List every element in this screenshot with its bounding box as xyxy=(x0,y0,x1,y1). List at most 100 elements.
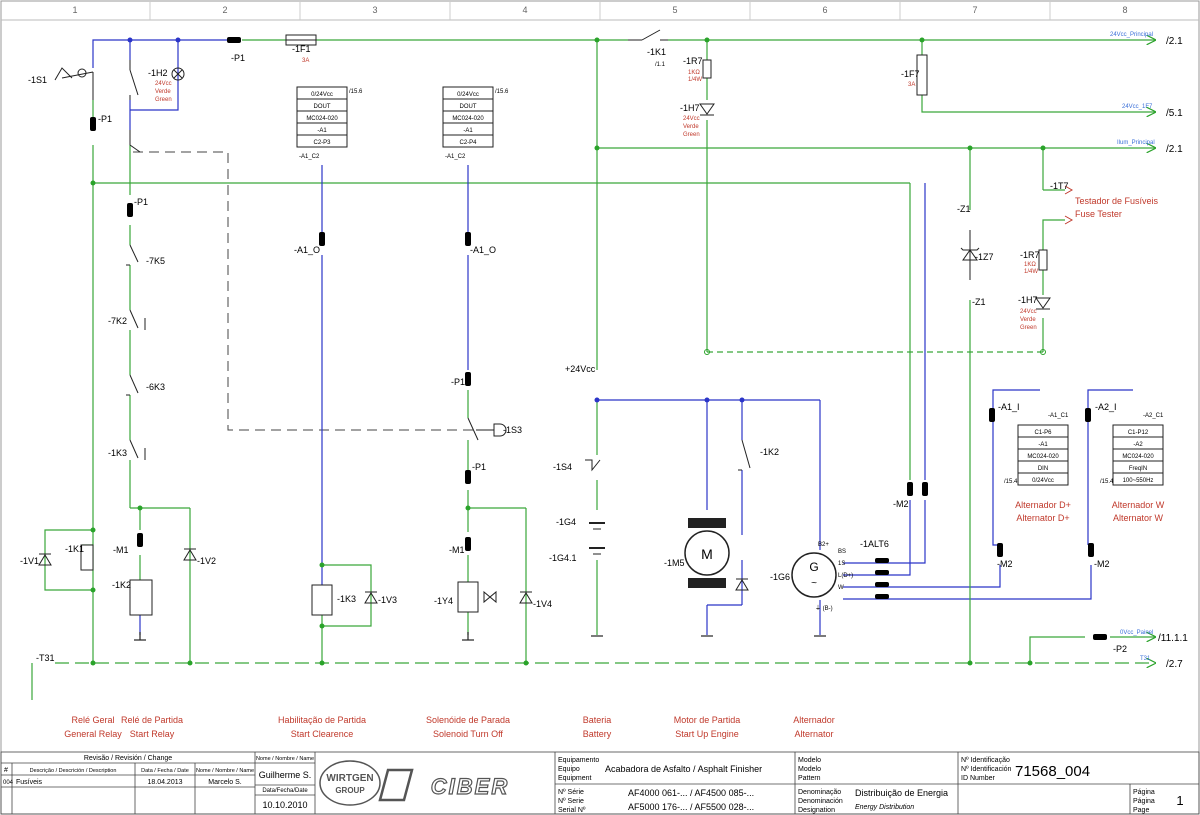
logo-group: GROUP xyxy=(335,786,365,795)
h7b-spec-voltage: 24Vcc xyxy=(1020,309,1037,315)
column-number: 4 xyxy=(522,5,527,15)
spec-text: 24Vcc Verde Green 3A /1.1 1KΩ 1/4W 24Vcc… xyxy=(155,58,1164,612)
zener-1z7-icon xyxy=(960,230,980,280)
ref-24vcc-1f7: /5.1 xyxy=(1166,108,1183,119)
junction-dots xyxy=(127,37,745,403)
module-d-ref: /15.4 xyxy=(1100,479,1114,485)
section-label: Solenoid Turn Off xyxy=(433,729,503,739)
tag-24vcc-1f7: 24Vcc_1F7 xyxy=(1122,104,1153,110)
column-dividers xyxy=(149,1,1051,20)
label-1s4: -1S4 xyxy=(553,462,572,472)
module-c-row: C1-P6 xyxy=(1034,430,1052,436)
label-1z7: -1Z7 xyxy=(975,252,994,262)
diodes xyxy=(38,548,749,604)
ciber-logo: CIBER xyxy=(378,768,508,802)
denom-label-pt: Denominação xyxy=(798,789,841,796)
date-label: Data/Fecha/Date xyxy=(262,788,308,794)
label-1s1: -1S1 xyxy=(28,75,47,85)
ref-24vcc-principal: /2.1 xyxy=(1166,36,1183,47)
module-a-ref: /15.6 xyxy=(349,89,363,95)
label-p1-b: -P1 xyxy=(134,197,148,207)
label-6k3: -6K3 xyxy=(146,382,165,392)
id-label-pt: Nº Identificação xyxy=(961,757,1010,764)
label-7k5: -7K5 xyxy=(146,256,165,266)
module-b-ref: /15.6 xyxy=(495,89,509,95)
label-m2-b: -M2 xyxy=(997,559,1013,569)
logo-wirtgen: WIRTGEN xyxy=(326,773,373,784)
drawing-date: 10.10.2010 xyxy=(262,800,307,810)
column-number: 8 xyxy=(1122,5,1127,15)
section-label: Start Up Engine xyxy=(675,729,739,739)
alt-term-b2: B2+ xyxy=(818,542,829,548)
pushbutton-1s3-icon xyxy=(467,417,507,441)
module-c-row: DIN xyxy=(1038,466,1048,472)
module-b-row: C2-P4 xyxy=(459,140,477,146)
component-labels: -1S1 -1H2 -P1 -P1 -P1 -1F1 -1K1 -1R7 -1H… xyxy=(20,44,1127,663)
rev-desc: Fusíveis xyxy=(16,779,43,786)
label-p1-d: -P1 xyxy=(451,377,465,387)
column-number: 7 xyxy=(972,5,977,15)
equipment: Acabadora de Asfalto / Asphalt Finisher xyxy=(605,764,762,774)
page-label-es: Página xyxy=(1133,798,1155,805)
module-b-pin: -A1_C2 xyxy=(445,154,466,160)
denom-label-es: Denominación xyxy=(798,798,843,805)
h7-spec-verde: Verde xyxy=(683,124,699,130)
label-1k2-coil: -1K2 xyxy=(112,580,131,590)
h7b-spec-green: Green xyxy=(1020,325,1037,331)
section-label: Alternador D+ xyxy=(1015,500,1071,510)
a2c1-pin: -A2_C1 xyxy=(1143,413,1164,419)
svg-text:G: G xyxy=(809,560,818,574)
serial-2: AF5000 176-... / AF5500 028-... xyxy=(628,802,754,812)
rev-col-desc: Descrição / Descrición / Description xyxy=(30,768,117,774)
denomination: Distribuição de Energia xyxy=(855,788,948,798)
fuse-tester-icon xyxy=(1064,185,1074,225)
coil-1y4-icon xyxy=(457,581,479,613)
fuse-tester-pt: Testador de Fusíveis xyxy=(1075,196,1159,206)
label-1t7: -1T7 xyxy=(1050,181,1069,191)
label-m1-b: -M1 xyxy=(449,545,465,555)
label-1h7b: -1H7 xyxy=(1018,295,1038,305)
page-label-en: Page xyxy=(1133,807,1149,814)
alt-term-1s: 1S xyxy=(838,561,845,567)
fuse-tester-en: Fuse Tester xyxy=(1075,209,1122,219)
author: Guilherme S. xyxy=(259,770,312,780)
rev-col-date: Data / Fecha / Date xyxy=(141,768,189,774)
label-1alt6: -1ALT6 xyxy=(860,539,889,549)
section-label: Start Relay xyxy=(130,729,175,739)
tag-24vcc-principal: 24Vcc_Principal xyxy=(1110,32,1153,38)
label-a2i: -A2_I xyxy=(1095,402,1117,412)
alternator-1g6-icon: G ~ xyxy=(791,552,837,598)
label-1k3-coil: -1K3 xyxy=(337,594,356,604)
label-1k1: -1K1 xyxy=(647,47,666,57)
section-label: Alternator xyxy=(794,729,833,739)
serial-label-es: Nº Serie xyxy=(558,798,584,805)
label-1h7: -1H7 xyxy=(680,103,700,113)
alt-term-bs: BS xyxy=(838,549,846,555)
designation: Energy Distribution xyxy=(855,804,914,811)
label-p1-c: -P1 xyxy=(231,53,245,63)
module-b-row: DOUT xyxy=(460,104,477,110)
page-label-pt: Página xyxy=(1133,789,1155,796)
wire-tags: 24Vcc_Principal 24Vcc_1F7 Ilum_Principal… xyxy=(1110,32,1155,662)
rev-name: Marcelo S. xyxy=(208,779,242,786)
module-a-row: C2-P3 xyxy=(313,140,331,146)
module-d-row: 100~550Hz xyxy=(1123,478,1154,484)
rev-col-num: # xyxy=(4,767,8,774)
module-c-row: 0/24Vcc xyxy=(1032,478,1054,484)
label-z1: -Z1 xyxy=(957,204,971,214)
section-label: Start Clearence xyxy=(291,729,354,739)
coil-1k3-icon xyxy=(311,584,333,616)
title-block-grid xyxy=(0,751,1200,815)
label-a1o: -A1_O xyxy=(294,245,320,255)
label-a1o-b: -A1_O xyxy=(470,245,496,255)
module-b-row: -A1 xyxy=(463,128,473,134)
module-b-row: MC024-020 xyxy=(452,116,484,122)
tag-ilum-principal: Ilum_Principal xyxy=(1117,140,1155,146)
label-1r7: -1R7 xyxy=(683,56,703,66)
module-c-row: -A1 xyxy=(1038,442,1048,448)
label-1v3: -1V3 xyxy=(378,595,397,605)
serial-label-en: Serial Nº xyxy=(558,807,586,814)
label-m2-c: -M2 xyxy=(1094,559,1110,569)
label-m2: -M2 xyxy=(893,499,909,509)
denom-label-en: Designation xyxy=(798,807,835,814)
